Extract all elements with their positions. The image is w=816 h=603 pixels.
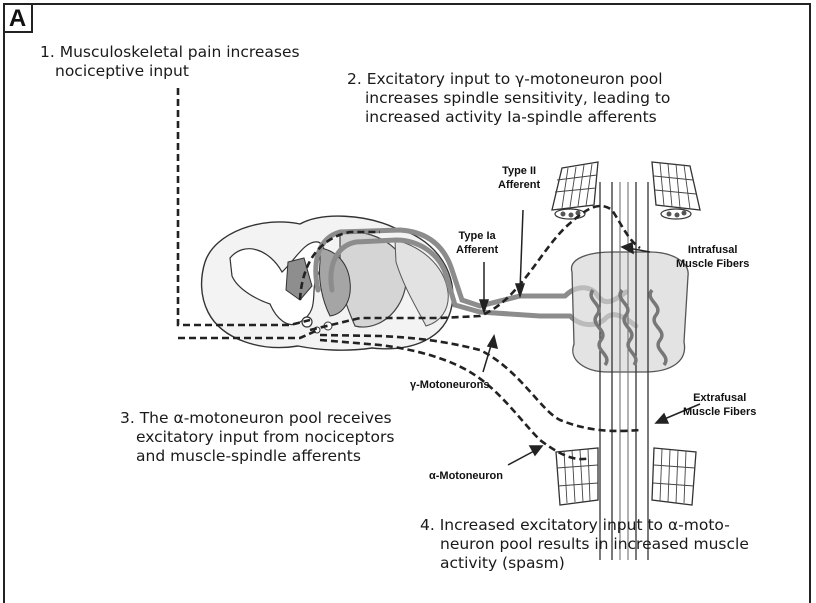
step-2-gamma-excitation: 2. Excitatory input to γ-motoneuron pool… — [347, 70, 670, 127]
step-text-line: and muscle-spindle afferents — [120, 447, 394, 466]
label-line: Type Ia — [456, 229, 498, 243]
step-text-line: nociceptive input — [40, 62, 300, 81]
extrafusal-fiber-bottom-right — [652, 448, 696, 505]
label-line: Muscle Fibers — [683, 405, 756, 419]
label-line: Extrafusal — [683, 391, 756, 405]
step-text-line: excitatory input from nociceptors — [120, 428, 394, 447]
label-line: Muscle Fibers — [676, 257, 749, 271]
step-text-line: increases spindle sensitivity, leading t… — [347, 89, 670, 108]
label-gamma-motoneurons: γ-Motoneurons — [410, 378, 489, 392]
extrafusal-fiber-bottom-left — [556, 448, 598, 505]
label-line: Afferent — [498, 178, 540, 192]
step-text-line: 1. Musculoskeletal pain increases — [40, 43, 300, 62]
extrafusal-fiber-top-right — [652, 162, 700, 219]
step-text-line: neuron pool results in increased muscle — [420, 535, 749, 554]
label-alpha-motoneuron: α-Motoneuron — [429, 469, 503, 483]
step-text-line: activity (spasm) — [420, 554, 749, 573]
step-4-muscle-spasm: 4. Increased excitatory input to α-moto-… — [420, 516, 749, 573]
step-text-line: 4. Increased excitatory input to α-moto- — [420, 516, 749, 535]
step-text-line: 2. Excitatory input to γ-motoneuron pool — [347, 70, 670, 89]
label-line: Afferent — [456, 243, 498, 257]
label-type-ii-afferent: Type II Afferent — [498, 164, 540, 192]
extrafusal-fiber-top-left — [552, 162, 598, 219]
label-line: Type II — [498, 164, 540, 178]
step-text-line: 3. The α-motoneuron pool receives — [120, 409, 394, 428]
step-3-alpha-pool-input: 3. The α-motoneuron pool receives excita… — [120, 409, 394, 466]
label-extrafusal-muscle-fibers: Extrafusal Muscle Fibers — [683, 391, 756, 419]
label-intrafusal-muscle-fibers: Intrafusal Muscle Fibers — [676, 243, 749, 271]
label-line: Intrafusal — [676, 243, 749, 257]
step-1-nociceptive-input: 1. Musculoskeletal pain increases nocice… — [40, 43, 300, 81]
muscle-spindle — [572, 182, 689, 560]
step-text-line: increased activity Ia-spindle afferents — [347, 108, 670, 127]
label-type-ia-afferent: Type Ia Afferent — [456, 229, 498, 257]
